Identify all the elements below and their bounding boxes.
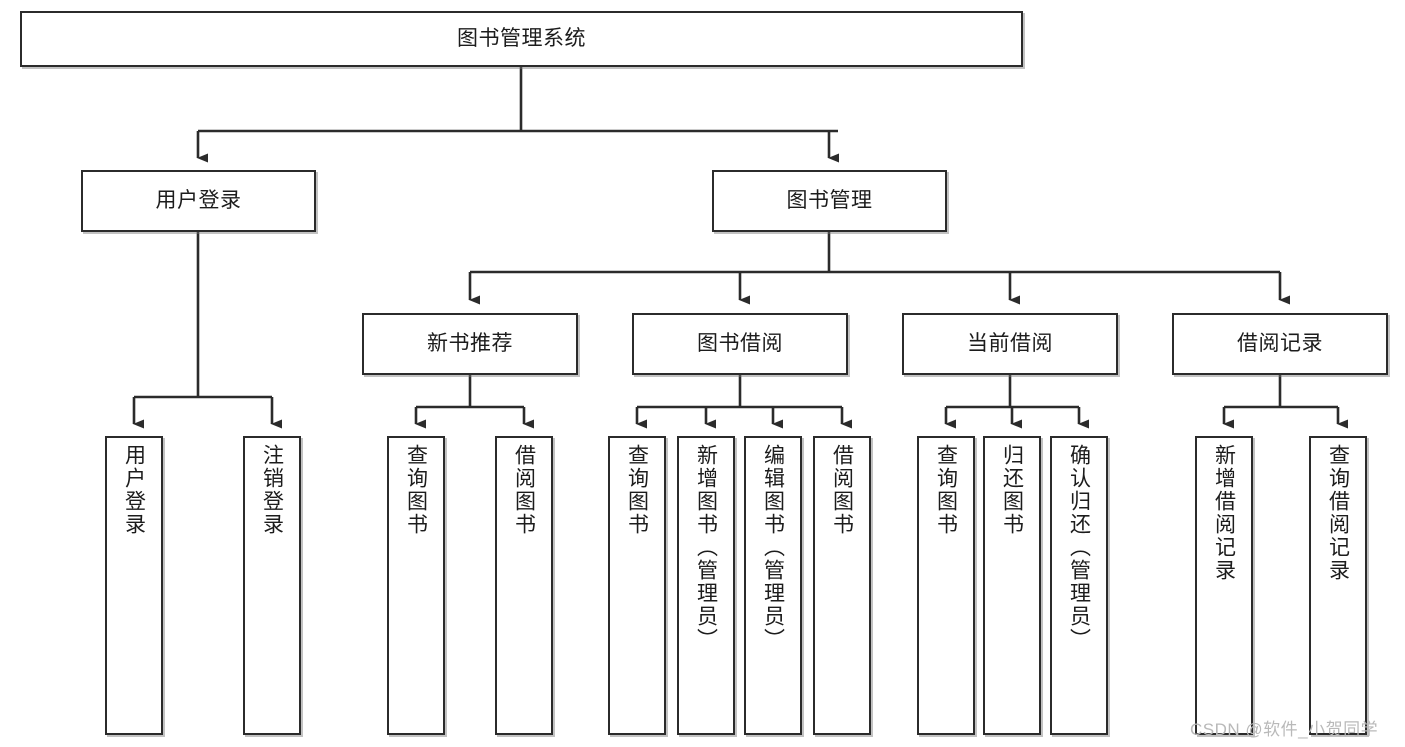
leaf-query-books-borrow[interactable]: 查询图书 <box>608 436 666 735</box>
node-book-management[interactable]: 图书管理 <box>712 170 947 232</box>
node-label: 查询图书 <box>934 444 958 536</box>
node-label: 编辑图书（管理员） <box>761 444 785 651</box>
node-label: 新书推荐 <box>427 331 513 355</box>
leaf-borrow-books[interactable]: 借阅图书 <box>813 436 871 735</box>
leaf-confirm-return-admin[interactable]: 确认归还（管理员） <box>1050 436 1108 735</box>
leaf-edit-book-admin[interactable]: 编辑图书（管理员） <box>744 436 802 735</box>
leaf-borrow-books-recommend[interactable]: 借阅图书 <box>495 436 553 735</box>
leaf-query-books-recommend[interactable]: 查询图书 <box>387 436 445 735</box>
node-label: 用户登录 <box>122 444 146 536</box>
node-label: 查询图书 <box>625 444 649 536</box>
node-label: 图书借阅 <box>697 331 783 355</box>
node-book-borrowing[interactable]: 图书借阅 <box>632 313 848 375</box>
node-label: 归还图书 <box>1000 444 1024 536</box>
node-label: 借阅记录 <box>1237 331 1323 355</box>
node-label: 新增借阅记录 <box>1212 444 1236 582</box>
leaf-return-books[interactable]: 归还图书 <box>983 436 1041 735</box>
node-label: 当前借阅 <box>967 331 1053 355</box>
node-label: 注销登录 <box>260 444 284 536</box>
node-label: 借阅图书 <box>830 444 854 536</box>
node-root-system[interactable]: 图书管理系统 <box>20 11 1023 67</box>
node-user-login[interactable]: 用户登录 <box>81 170 316 232</box>
node-label: 确认归还（管理员） <box>1067 444 1091 651</box>
node-label: 图书管理系统 <box>457 26 586 50</box>
node-borrow-records[interactable]: 借阅记录 <box>1172 313 1388 375</box>
node-label: 图书管理 <box>786 188 873 212</box>
node-label: 新增图书（管理员） <box>694 444 718 651</box>
leaf-user-login[interactable]: 用户登录 <box>105 436 163 735</box>
leaf-logout[interactable]: 注销登录 <box>243 436 301 735</box>
node-label: 查询借阅记录 <box>1326 444 1350 582</box>
leaf-query-books-current[interactable]: 查询图书 <box>917 436 975 735</box>
leaf-add-borrow-record[interactable]: 新增借阅记录 <box>1195 436 1253 735</box>
node-label: 用户登录 <box>155 188 242 212</box>
csdn-watermark: CSDN @软件_小贺同学 <box>1190 720 1379 739</box>
leaf-add-book-admin[interactable]: 新增图书（管理员） <box>677 436 735 735</box>
leaf-query-borrow-record[interactable]: 查询借阅记录 <box>1309 436 1367 735</box>
node-new-book-recommendation[interactable]: 新书推荐 <box>362 313 578 375</box>
node-label: 查询图书 <box>404 444 428 536</box>
node-current-borrowing[interactable]: 当前借阅 <box>902 313 1118 375</box>
node-label: 借阅图书 <box>512 444 536 536</box>
